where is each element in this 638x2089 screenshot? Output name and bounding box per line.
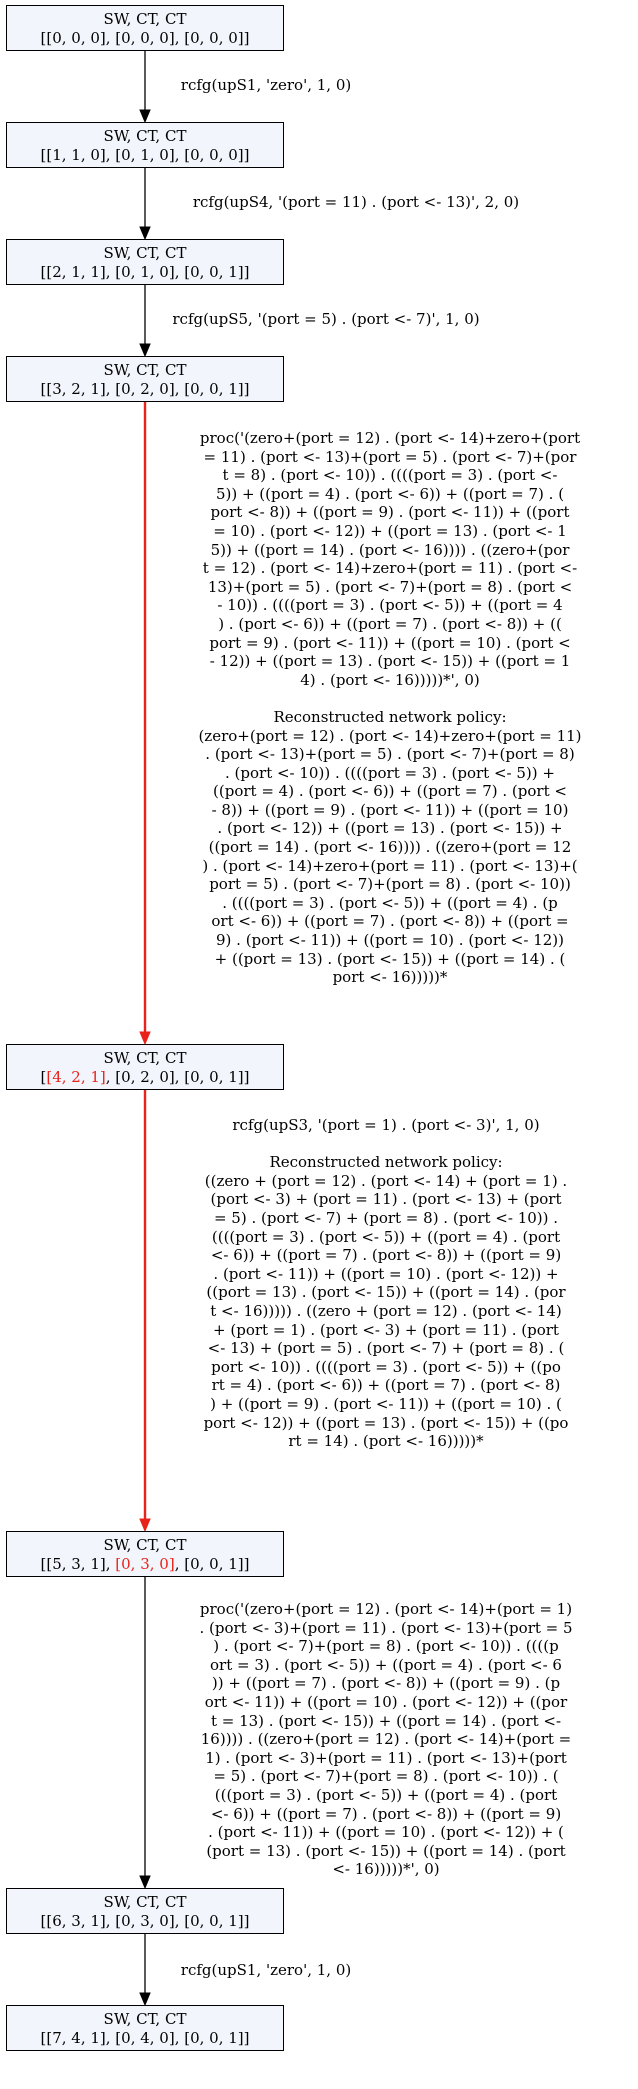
edge-label: rcfg(upS4, '(port = 11) . (port <- 13)',… bbox=[192, 193, 520, 211]
state-node: SW, CT, CT[[3, 2, 1], [0, 2, 0], [0, 0, … bbox=[6, 356, 284, 402]
state-segment: [[2, 1, 1], [0, 1, 0], [0, 0, 1]] bbox=[40, 263, 250, 281]
state-segment: , [0, 0, 1]] bbox=[174, 1555, 250, 1573]
node-state: [[0, 0, 0], [0, 0, 0], [0, 0, 0]] bbox=[7, 29, 283, 48]
node-state: [[2, 1, 1], [0, 1, 0], [0, 0, 1]] bbox=[7, 263, 283, 282]
state-segment: , [0, 2, 0], [0, 0, 1]] bbox=[105, 1068, 250, 1086]
node-title: SW, CT, CT bbox=[103, 2010, 187, 2028]
state-segment: [[0, 0, 0], [0, 0, 0], [0, 0, 0]] bbox=[40, 29, 250, 47]
edge-label: proc('(zero+(port = 12) . (port <- 14)+(… bbox=[199, 1600, 573, 1879]
state-segment: [ bbox=[40, 1068, 47, 1086]
changed-state-segment: [4, 2, 1] bbox=[46, 1068, 106, 1086]
node-title: SW, CT, CT bbox=[103, 361, 187, 379]
state-node: SW, CT, CT[[2, 1, 1], [0, 1, 0], [0, 0, … bbox=[6, 239, 284, 285]
arrowhead bbox=[139, 226, 151, 241]
state-node: SW, CT, CT[[6, 3, 1], [0, 3, 0], [0, 0, … bbox=[6, 1888, 284, 1934]
node-title: SW, CT, CT bbox=[103, 1049, 187, 1067]
state-node: SW, CT, CT[[5, 3, 1], [0, 3, 0], [0, 0, … bbox=[6, 1531, 284, 1577]
node-title: SW, CT, CT bbox=[103, 127, 187, 145]
node-title: SW, CT, CT bbox=[103, 1536, 187, 1554]
state-segment: [[7, 4, 1], [0, 4, 0], [0, 0, 1]] bbox=[40, 2029, 250, 2047]
node-title: SW, CT, CT bbox=[103, 244, 187, 262]
node-state: [[6, 3, 1], [0, 3, 0], [0, 0, 1]] bbox=[7, 1912, 283, 1931]
arrowhead bbox=[139, 109, 151, 124]
node-title: SW, CT, CT bbox=[103, 1893, 187, 1911]
arrowhead bbox=[139, 1875, 151, 1890]
node-state: [[1, 1, 0], [0, 1, 0], [0, 0, 0]] bbox=[7, 146, 283, 165]
node-title: SW, CT, CT bbox=[103, 10, 187, 28]
state-node: SW, CT, CT[[7, 4, 1], [0, 4, 0], [0, 0, … bbox=[6, 2005, 284, 2051]
node-state: [[5, 3, 1], [0, 3, 0], [0, 0, 1]] bbox=[7, 1555, 283, 1574]
changed-state-segment: [0, 3, 0] bbox=[115, 1555, 175, 1573]
node-state: [[3, 2, 1], [0, 2, 0], [0, 0, 1]] bbox=[7, 380, 283, 399]
edge-label: rcfg(upS1, 'zero', 1, 0) bbox=[180, 76, 352, 94]
state-node: SW, CT, CT[[1, 1, 0], [0, 1, 0], [0, 0, … bbox=[6, 122, 284, 168]
node-state: [[7, 4, 1], [0, 4, 0], [0, 0, 1]] bbox=[7, 2029, 283, 2048]
state-node: SW, CT, CT[[0, 0, 0], [0, 0, 0], [0, 0, … bbox=[6, 5, 284, 51]
edge-label: rcfg(upS5, '(port = 5) . (port <- 7)', 1… bbox=[172, 310, 480, 328]
arrowhead bbox=[139, 343, 151, 358]
edge-label: rcfg(upS1, 'zero', 1, 0) bbox=[180, 1961, 352, 1979]
state-segment: [[5, 3, 1], bbox=[40, 1555, 116, 1573]
state-segment: [[3, 2, 1], [0, 2, 0], [0, 0, 1]] bbox=[40, 380, 250, 398]
edge-label: rcfg(upS3, '(port = 1) . (port <- 3)', 1… bbox=[203, 1116, 569, 1451]
arrowhead bbox=[139, 1518, 151, 1533]
arrowhead bbox=[139, 1031, 151, 1046]
edge-label: proc('(zero+(port = 12) . (port <- 14)+z… bbox=[198, 429, 582, 987]
arrowhead bbox=[139, 1992, 151, 2007]
node-state: [[4, 2, 1], [0, 2, 0], [0, 0, 1]] bbox=[7, 1068, 283, 1087]
state-segment: [[1, 1, 0], [0, 1, 0], [0, 0, 0]] bbox=[40, 146, 250, 164]
state-node: SW, CT, CT[[4, 2, 1], [0, 2, 0], [0, 0, … bbox=[6, 1044, 284, 1090]
state-segment: [[6, 3, 1], [0, 3, 0], [0, 0, 1]] bbox=[40, 1912, 250, 1930]
